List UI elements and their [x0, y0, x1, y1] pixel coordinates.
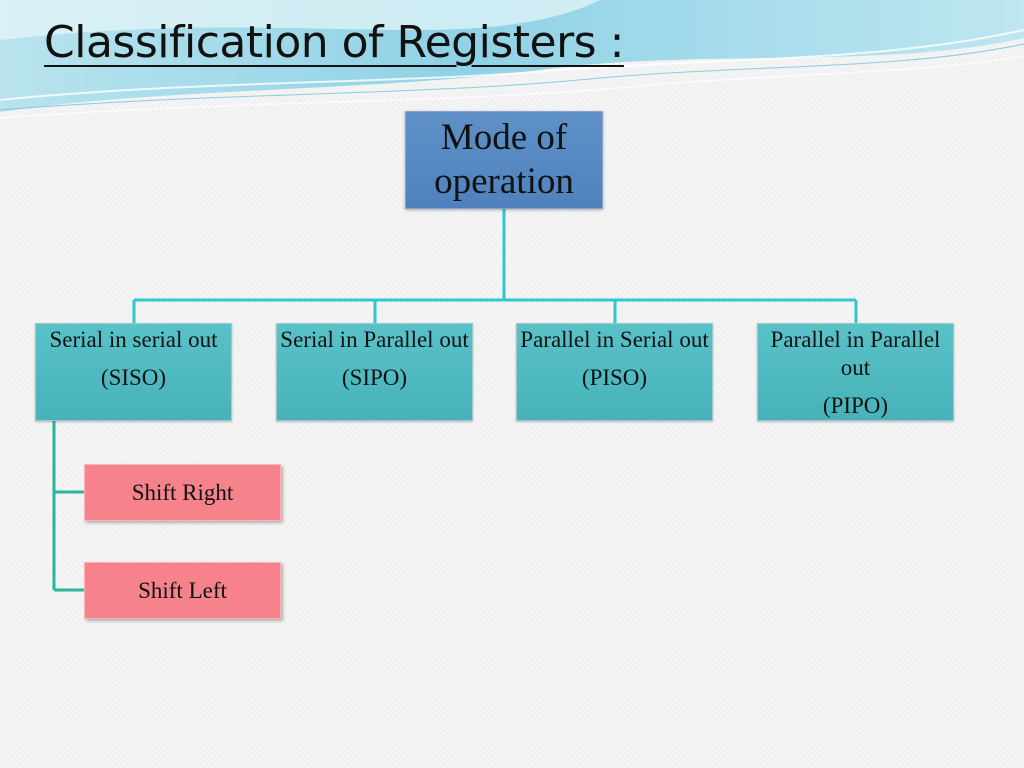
shift-right-label: Shift Right	[131, 480, 234, 505]
slide-title: Classification of Registers :	[44, 17, 624, 68]
hierarchy-connectors	[132, 209, 858, 323]
wave-decoration	[0, 0, 1024, 119]
piso-abbr: (PISO)	[581, 365, 648, 390]
sipo-node: Serial in Parallel out (SIPO)	[276, 323, 473, 421]
piso-label: Parallel in Serial out	[520, 327, 709, 352]
shift-right-node: Shift Right	[84, 464, 281, 521]
siso-label: Serial in serial out	[49, 327, 218, 352]
pipo-label: Parallel in Parallel out	[770, 327, 941, 380]
sipo-abbr: (SIPO)	[341, 365, 408, 390]
sipo-label: Serial in Parallel out	[280, 327, 469, 352]
shift-left-label: Shift Left	[138, 578, 227, 603]
root-label: Mode of operation	[434, 117, 574, 202]
siso-abbr: (SISO)	[100, 365, 167, 390]
pipo-node: Parallel in Parallel out (PIPO)	[757, 323, 954, 421]
siso-subtype-connectors	[52, 421, 84, 592]
siso-node: Serial in serial out (SISO)	[35, 323, 232, 421]
shift-left-node: Shift Left	[84, 562, 281, 619]
mode-of-operation-node: Mode of operation	[405, 111, 603, 209]
pipo-abbr: (PIPO)	[822, 393, 889, 418]
piso-node: Parallel in Serial out (PISO)	[516, 323, 713, 421]
